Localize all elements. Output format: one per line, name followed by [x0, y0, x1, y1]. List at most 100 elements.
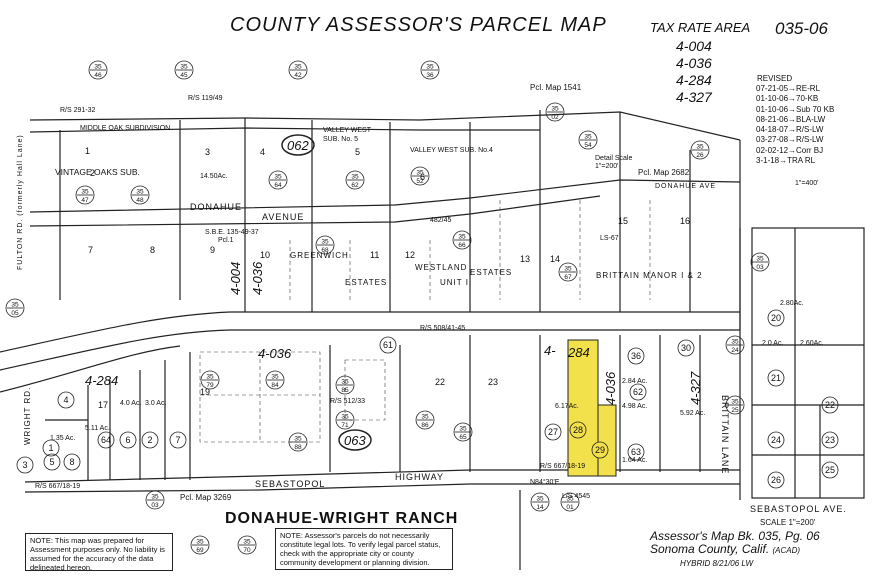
svg-text:4-327: 4-327 — [688, 371, 703, 405]
footer-stamp: HYBRID 8/21/06 LW — [680, 559, 754, 568]
book-circle-label: 35 — [180, 64, 188, 71]
svg-text:DONAHUE AVE: DONAHUE AVE — [655, 183, 716, 190]
svg-text:BRITTAIN LANE: BRITTAIN LANE — [720, 395, 730, 474]
svg-text:R/S 667/18-19: R/S 667/18-19 — [35, 483, 80, 490]
svg-text:2.84 Ac.: 2.84 Ac. — [622, 378, 647, 385]
parcel-circle-label: 22 — [825, 400, 835, 410]
book-circle-label: 85 — [341, 387, 349, 394]
svg-text:12: 12 — [405, 250, 415, 260]
svg-text:R/S 119/49: R/S 119/49 — [188, 95, 223, 102]
svg-text:4-036: 4-036 — [258, 346, 292, 361]
svg-text:4-284: 4-284 — [85, 373, 118, 388]
parcel-circle-label: 23 — [825, 435, 835, 445]
svg-text:5.11 Ac.: 5.11 Ac. — [85, 425, 110, 432]
parcel-circle-7: 7 — [169, 431, 187, 449]
book-circle-label: 03 — [151, 502, 159, 509]
svg-text:2.60Ac.: 2.60Ac. — [800, 340, 824, 347]
svg-text:Pcl.1: Pcl.1 — [218, 237, 234, 244]
parcel-circle-64: 64 — [97, 431, 115, 449]
tax-rate-area-list: 4-004 4-036 4-284 4-327 — [676, 38, 712, 105]
parcel-circle-25: 25 — [821, 461, 839, 479]
book-circle-label: 35 — [94, 64, 102, 71]
svg-text:N84°30'E: N84°30'E — [530, 478, 560, 486]
svg-text:HIGHWAY: HIGHWAY — [395, 472, 444, 482]
book-circle-label: 48 — [136, 197, 144, 204]
book-circle-label: 14 — [536, 504, 544, 511]
svg-text:1: 1 — [85, 146, 90, 156]
subdivision-name: DONAHUE-WRIGHT RANCH — [225, 510, 459, 527]
svg-text:4-: 4- — [544, 343, 556, 358]
book-circle-label: 35 — [459, 426, 467, 433]
book-circle-label: 35 — [584, 134, 592, 141]
svg-text:6.17Ac.: 6.17Ac. — [555, 403, 579, 410]
parcel-circle-label: 30 — [681, 343, 691, 353]
book-circle-label: 62 — [351, 182, 359, 189]
svg-text:WESTLAND: WESTLAND — [415, 263, 467, 272]
book-circle-label: 25 — [731, 407, 739, 414]
svg-text:1"=200': 1"=200' — [595, 163, 618, 170]
book-circle-label: 35 — [731, 399, 739, 406]
book-circle-label: 68 — [321, 247, 329, 254]
parcel-circle-label: 61 — [383, 340, 393, 350]
svg-text:Pcl. Map 2682: Pcl. Map 2682 — [638, 168, 690, 177]
book-circle-label: 54 — [584, 142, 592, 149]
parcel-circle-27: 27 — [544, 423, 562, 441]
parcel-circle-36: 36 — [627, 347, 645, 365]
book-circle-label: 35 — [421, 414, 429, 421]
parcel-circle-label: 64 — [101, 435, 111, 445]
book-circle-label: 36 — [426, 72, 434, 79]
book-circle-label: 70 — [243, 547, 251, 554]
parcel-circle-22: 22 — [821, 396, 839, 414]
parcel-circle-3: 3 — [16, 456, 34, 474]
book-circle-label: 01 — [566, 504, 574, 511]
book-circle-label: 35 — [341, 379, 349, 386]
svg-text:19: 19 — [200, 387, 210, 397]
svg-text:17: 17 — [98, 400, 108, 410]
parcel-circle-1: 1 — [42, 439, 60, 457]
svg-text:BRITTAIN MANOR I & 2: BRITTAIN MANOR I & 2 — [596, 271, 703, 280]
book-circle-label: 35 — [196, 539, 204, 546]
svg-text:GREENWICH: GREENWICH — [290, 251, 349, 260]
svg-text:Pcl. Map 3269: Pcl. Map 3269 — [180, 493, 232, 502]
book-circle-label: 35 — [416, 170, 424, 177]
book-circle-label: 35 — [81, 189, 89, 196]
svg-text:14: 14 — [550, 254, 560, 264]
svg-text:7: 7 — [88, 245, 93, 255]
parcel-circle-23: 23 — [821, 431, 839, 449]
book-circle-label: 35 — [271, 374, 279, 381]
parcel-circle-label: 6 — [125, 435, 130, 445]
svg-text:3.0 Ac.: 3.0 Ac. — [145, 400, 166, 407]
parcel-circle-28: 28 — [569, 421, 587, 439]
svg-text:4.98 Ac.: 4.98 Ac. — [622, 403, 647, 410]
svg-text:VINTAGE OAKS SUB.: VINTAGE OAKS SUB. — [55, 167, 140, 177]
svg-text:2.0 Ac.: 2.0 Ac. — [762, 340, 783, 347]
svg-text:AVENUE: AVENUE — [262, 212, 304, 222]
book-circle-label: 24 — [731, 347, 739, 354]
book-circle-label: 26 — [696, 152, 704, 159]
book-circle-label: 86 — [421, 422, 429, 429]
parcel-circle-5: 5 — [43, 453, 61, 471]
book-circle-label: 35 — [564, 266, 572, 273]
svg-text:3: 3 — [205, 147, 210, 157]
parcel-circle-label: 4 — [63, 395, 68, 405]
parcel-circle-label: 20 — [771, 313, 781, 323]
book-circle-label: 45 — [180, 72, 188, 79]
svg-text:22: 22 — [435, 377, 445, 387]
svg-text:VALLEY WEST SUB. No.4: VALLEY WEST SUB. No.4 — [410, 147, 493, 154]
